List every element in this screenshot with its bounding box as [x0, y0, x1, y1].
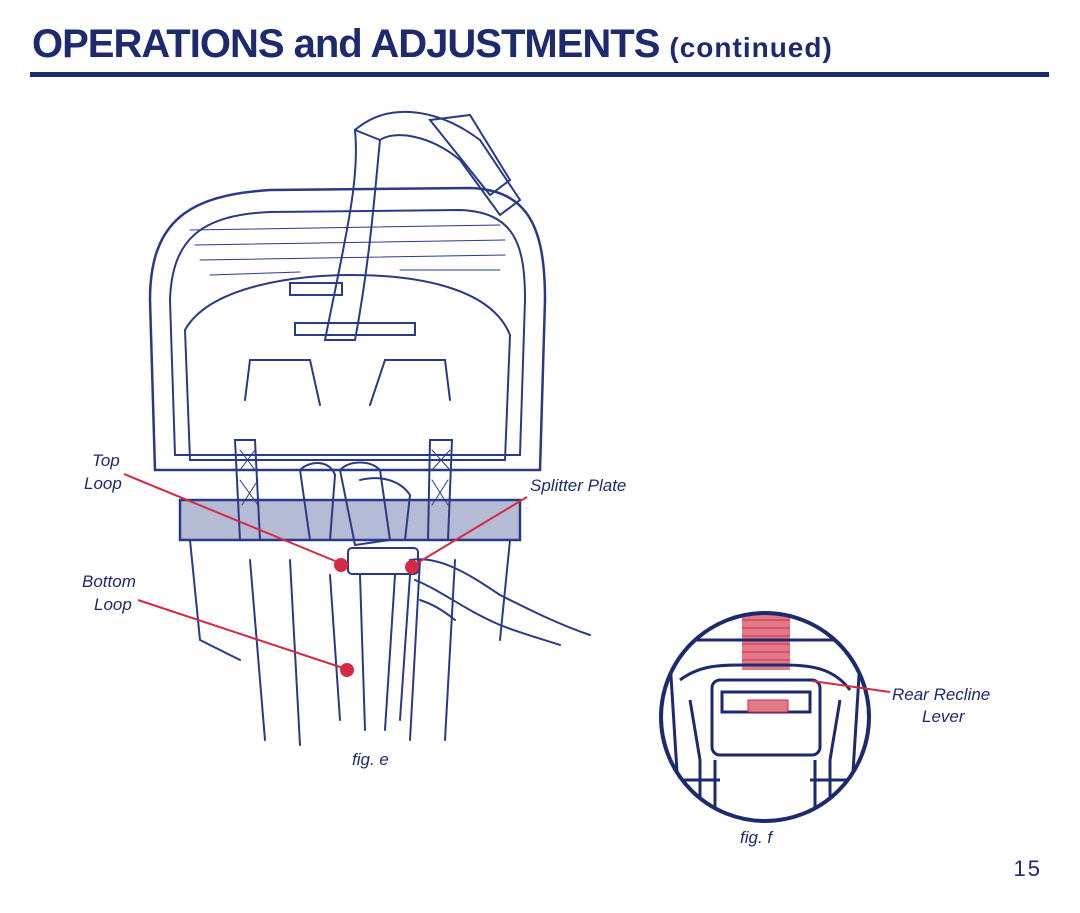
- label-rear-recline: Rear Recline: [892, 685, 991, 704]
- callout-lines-fig-e: [123, 473, 528, 677]
- bottom-loop-marker: [340, 663, 354, 677]
- page-title: OPERATIONS and ADJUSTMENTS: [32, 22, 660, 66]
- label-bottom: Bottom: [82, 572, 136, 591]
- page-subtitle: (continued): [669, 32, 833, 63]
- caption-fig-f: fig. f: [740, 828, 773, 847]
- page-number: 15: [1013, 856, 1042, 881]
- label-loop-bottom: Loop: [94, 595, 132, 614]
- label-splitter-plate: Splitter Plate: [530, 476, 627, 495]
- car-seat-illustration: [148, 110, 591, 746]
- caption-fig-e: fig. e: [352, 750, 389, 769]
- page-header: OPERATIONS and ADJUSTMENTS (continued): [32, 22, 833, 67]
- label-loop-top: Loop: [84, 474, 122, 493]
- recline-lever-detail: [659, 611, 891, 823]
- label-lever: Lever: [922, 707, 965, 726]
- label-top: Top: [92, 451, 120, 470]
- header-rule: [30, 72, 1049, 77]
- top-loop-marker: [334, 558, 348, 572]
- splitter-plate-marker: [405, 560, 419, 574]
